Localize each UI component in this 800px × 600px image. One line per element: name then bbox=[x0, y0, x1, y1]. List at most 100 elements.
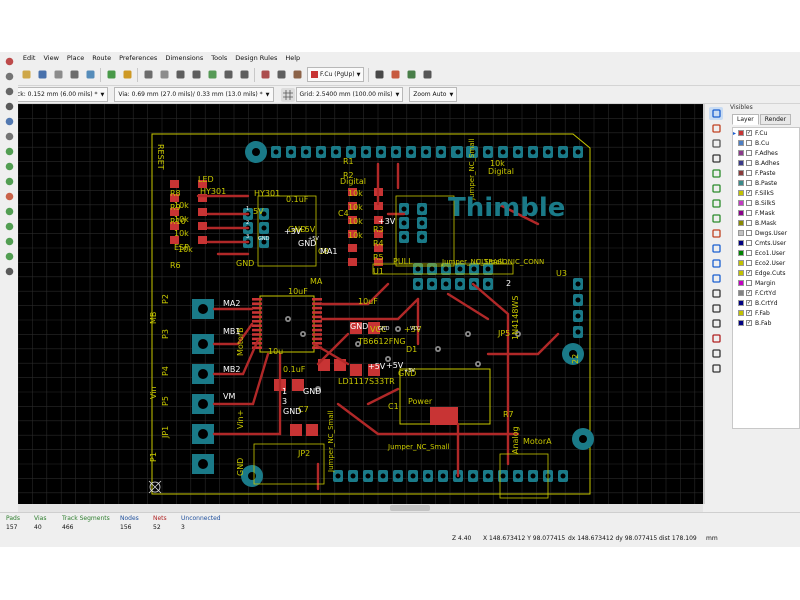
menu-edit[interactable]: Edit bbox=[22, 54, 36, 62]
menu-place[interactable]: Place bbox=[66, 54, 85, 62]
layer-color-swatch[interactable] bbox=[738, 170, 744, 176]
layer-visibility-checkbox[interactable] bbox=[746, 160, 752, 166]
menu-design-rules[interactable]: Design Rules bbox=[235, 54, 278, 62]
show-ratsnest-icon[interactable] bbox=[709, 137, 723, 150]
plot-icon[interactable] bbox=[83, 68, 97, 82]
via-sketch-icon[interactable] bbox=[2, 220, 16, 233]
plot-gerber-icon[interactable] bbox=[388, 68, 402, 82]
layer-color-swatch[interactable] bbox=[738, 250, 744, 256]
layer-color-swatch[interactable] bbox=[738, 220, 744, 226]
select-arrow-icon[interactable] bbox=[709, 107, 723, 120]
layer-row-f-silks[interactable]: ✓F.SilkS bbox=[733, 188, 799, 198]
add-via-icon[interactable] bbox=[709, 182, 723, 195]
scripting-icon[interactable] bbox=[420, 68, 434, 82]
find-icon[interactable] bbox=[141, 68, 155, 82]
layer-visibility-checkbox[interactable] bbox=[746, 280, 752, 286]
vertical-scrollbar[interactable] bbox=[703, 104, 705, 504]
inch-units-icon[interactable] bbox=[2, 100, 16, 113]
layer-color-swatch[interactable] bbox=[738, 290, 744, 296]
add-zone-icon[interactable] bbox=[709, 212, 723, 225]
mm-units-icon[interactable] bbox=[2, 115, 16, 128]
layer-color-swatch[interactable] bbox=[738, 190, 744, 196]
layer-color-swatch[interactable] bbox=[738, 210, 744, 216]
page-settings-icon[interactable] bbox=[51, 68, 65, 82]
add-text-icon[interactable] bbox=[709, 287, 723, 300]
horizontal-scrollbar[interactable] bbox=[18, 504, 703, 512]
layer-row-eco1-user[interactable]: Eco1.User bbox=[733, 248, 799, 258]
layer-row-f-mask[interactable]: F.Mask bbox=[733, 208, 799, 218]
layer-row-b-crtyd[interactable]: ✓B.CrtYd bbox=[733, 298, 799, 308]
layer-row-dwgs-user[interactable]: Dwgs.User bbox=[733, 228, 799, 238]
highlight-net-icon[interactable] bbox=[709, 122, 723, 135]
drc-off-icon[interactable] bbox=[2, 55, 16, 68]
layer-visibility-checkbox[interactable] bbox=[746, 170, 752, 176]
layer-row-b-silks[interactable]: B.SilkS bbox=[733, 198, 799, 208]
set-grid-origin-icon[interactable] bbox=[709, 362, 723, 375]
set-origin-icon[interactable] bbox=[709, 347, 723, 360]
delete-icon[interactable] bbox=[709, 332, 723, 345]
layer-row-b-cu[interactable]: B.Cu bbox=[733, 138, 799, 148]
layer-color-swatch[interactable] bbox=[738, 270, 744, 276]
layer-row-b-paste[interactable]: B.Paste bbox=[733, 178, 799, 188]
add-circle-icon[interactable] bbox=[709, 257, 723, 270]
add-footprint-icon[interactable] bbox=[709, 152, 723, 165]
track-sketch-icon[interactable] bbox=[2, 235, 16, 248]
layer-color-swatch[interactable] bbox=[738, 160, 744, 166]
open-icon[interactable] bbox=[19, 68, 33, 82]
zoom-select[interactable]: Zoom Auto▼ bbox=[409, 87, 458, 102]
layer-visibility-checkbox[interactable] bbox=[746, 240, 752, 246]
high-contrast-icon[interactable] bbox=[2, 250, 16, 263]
add-arc-icon[interactable] bbox=[709, 272, 723, 285]
via-size-select[interactable]: Via: 0.69 mm (27.0 mils)/ 0.33 mm (13.0 … bbox=[114, 87, 274, 102]
layer-visibility-checkbox[interactable] bbox=[746, 250, 752, 256]
ratsnest-icon[interactable] bbox=[2, 145, 16, 158]
add-track-icon[interactable] bbox=[709, 167, 723, 180]
grid-toggle-icon[interactable] bbox=[2, 70, 16, 83]
add-keepout-icon[interactable] bbox=[709, 227, 723, 240]
layer-visibility-checkbox[interactable] bbox=[746, 210, 752, 216]
tab-render[interactable]: Render bbox=[759, 114, 792, 125]
layer-row-f-fab[interactable]: ✓F.Fab bbox=[733, 308, 799, 318]
module-viewer-icon[interactable] bbox=[274, 68, 288, 82]
layer-visibility-checkbox[interactable] bbox=[746, 230, 752, 236]
layer-row-f-adhes[interactable]: F.Adhes bbox=[733, 148, 799, 158]
layer-visibility-checkbox[interactable] bbox=[746, 180, 752, 186]
layer-row-edge-cuts[interactable]: ✓Edge.Cuts bbox=[733, 268, 799, 278]
microwave-toolbar-icon[interactable] bbox=[2, 265, 16, 278]
layer-visibility-checkbox[interactable] bbox=[746, 220, 752, 226]
layer-visibility-checkbox[interactable]: ✓ bbox=[746, 290, 752, 296]
module-editor-icon[interactable] bbox=[258, 68, 272, 82]
autoroute-icon[interactable] bbox=[290, 68, 304, 82]
layer-row-b-adhes[interactable]: B.Adhes bbox=[733, 158, 799, 168]
layer-color-swatch[interactable] bbox=[738, 230, 744, 236]
layer-color-swatch[interactable] bbox=[738, 310, 744, 316]
layer-row-f-crtyd[interactable]: ✓F.CrtYd bbox=[733, 288, 799, 298]
layer-row-eco2-user[interactable]: Eco2.User bbox=[733, 258, 799, 268]
add-dimension-icon[interactable] bbox=[709, 302, 723, 315]
zoom-redraw-icon[interactable] bbox=[205, 68, 219, 82]
microwave-icon[interactable] bbox=[709, 197, 723, 210]
layer-color-swatch[interactable] bbox=[738, 300, 744, 306]
layer-color-swatch[interactable] bbox=[738, 150, 744, 156]
zoom-fit-icon[interactable] bbox=[221, 68, 235, 82]
netlist-icon[interactable] bbox=[157, 68, 171, 82]
layer-row-margin[interactable]: Margin bbox=[733, 278, 799, 288]
zoom-selection-icon[interactable] bbox=[237, 68, 251, 82]
layer-row-b-fab[interactable]: ✓B.Fab bbox=[733, 318, 799, 328]
layer-color-swatch[interactable] bbox=[738, 200, 744, 206]
layer-visibility-checkbox[interactable]: ✓ bbox=[746, 320, 752, 326]
menu-preferences[interactable]: Preferences bbox=[119, 54, 158, 62]
undo-icon[interactable] bbox=[104, 68, 118, 82]
polar-coords-icon[interactable] bbox=[2, 85, 16, 98]
layer-visibility-checkbox[interactable] bbox=[746, 140, 752, 146]
pad-sketch-icon[interactable] bbox=[2, 205, 16, 218]
zone-outline-icon[interactable] bbox=[2, 190, 16, 203]
layer-color-swatch[interactable] bbox=[738, 280, 744, 286]
zoom-out-icon[interactable] bbox=[189, 68, 203, 82]
layer-color-swatch[interactable] bbox=[738, 130, 744, 136]
grid-select[interactable]: Grid: 2.5400 mm (100.00 mils)▼ bbox=[295, 87, 404, 102]
track-width-select[interactable]: Track: 0.152 mm (6.00 mils) *▼ bbox=[4, 87, 109, 102]
layer-color-swatch[interactable] bbox=[738, 320, 744, 326]
scrollbar-thumb[interactable] bbox=[390, 505, 430, 511]
